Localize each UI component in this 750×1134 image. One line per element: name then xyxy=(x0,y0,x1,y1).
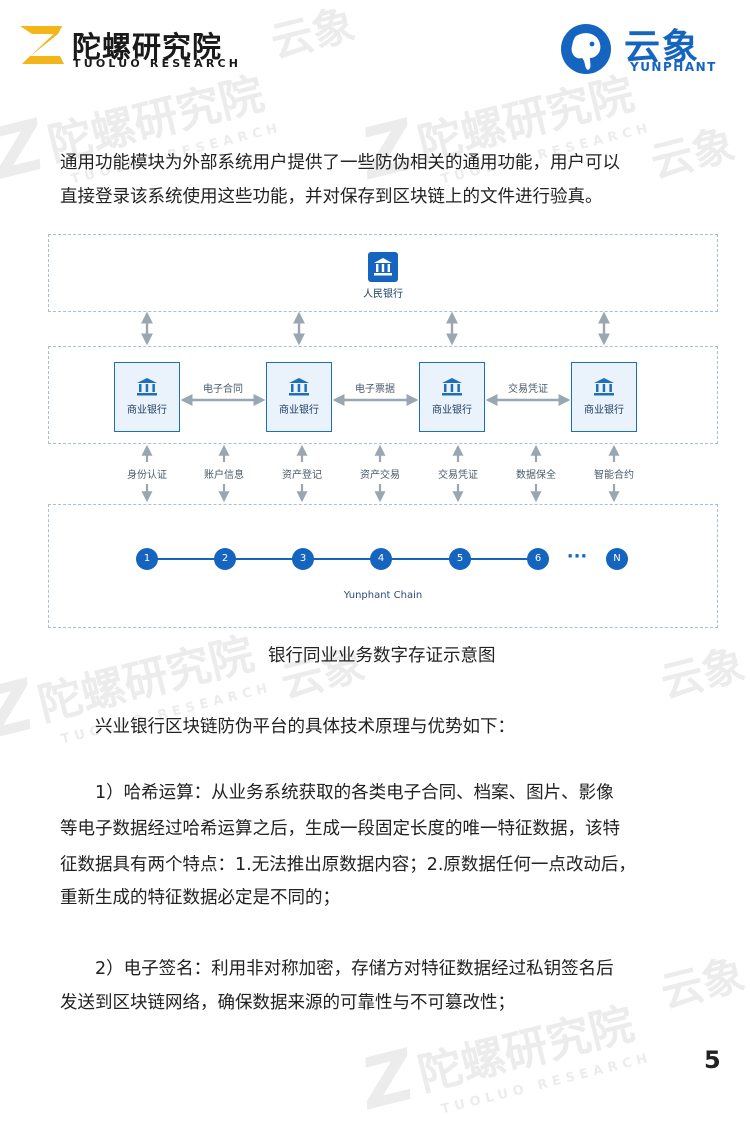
bank-icon xyxy=(442,378,462,396)
intro-line: 通用功能模块为外部系统用户提供了一些防伪相关的通用功能，用户可以 xyxy=(60,153,620,173)
chain-node: N xyxy=(606,548,628,570)
chain-node: 5 xyxy=(449,548,471,570)
service-label: 身份认证 xyxy=(127,470,167,481)
lead-paragraph: 兴业银行区块链防伪平台的具体技术原理与优势如下： xyxy=(95,717,515,737)
chain-label: Yunphant Chain xyxy=(343,590,423,601)
point1-line: 重新生成的特征数据必定是不同的； xyxy=(60,888,340,908)
commercial-banks-box xyxy=(48,346,718,444)
chain-node: 2 xyxy=(214,548,236,570)
figure-caption: 银行同业业务数字存证示意图 xyxy=(268,646,496,666)
point1-line: 等电子数据经过哈希运算之后，生成一段固定长度的唯一特征数据，该特 xyxy=(60,819,620,839)
bank-label: 商业银行 xyxy=(279,405,319,416)
chain-node: 4 xyxy=(370,548,392,570)
link-label: 电子票据 xyxy=(355,384,395,395)
yunphant-elephant-icon xyxy=(561,24,611,74)
partner-name: 云象 xyxy=(624,27,701,68)
blockchain-box xyxy=(48,504,718,628)
point1-line: 1）哈希运算：从业务系统获取的各类电子合同、档案、图片、影像 xyxy=(95,783,614,803)
intro-line: 直接登录该系统使用这些功能，并对保存到区块链上的文件进行验真。 xyxy=(60,187,603,207)
bank-icon xyxy=(594,378,614,396)
commercial-bank-card: 商业银行 xyxy=(419,362,485,432)
link-label: 交易凭证 xyxy=(508,384,548,395)
service-label: 智能合约 xyxy=(594,470,634,481)
service-label: 交易凭证 xyxy=(438,470,478,481)
bank-label: 商业银行 xyxy=(584,405,624,416)
service-label: 资产交易 xyxy=(360,470,400,481)
bank-label: 商业银行 xyxy=(127,405,167,416)
point2-line: 2）电子签名：利用非对称加密，存储方对特征数据经过私钥签名后 xyxy=(95,959,614,979)
diagram-arrows xyxy=(141,311,620,560)
chain-ellipsis: ··· xyxy=(566,546,588,567)
tuoluo-logo-icon xyxy=(20,26,64,64)
central-bank-icon xyxy=(368,252,398,282)
service-label: 数据保全 xyxy=(516,470,556,481)
partner-subtitle: YUNPHANT xyxy=(630,60,717,74)
bank-icon xyxy=(289,378,309,396)
bank-icon xyxy=(137,378,157,396)
brand-subtitle: TUOLUO RESEARCH xyxy=(73,57,242,70)
service-label: 资产登记 xyxy=(282,470,322,481)
diagram: 人民银行 商业银行 商业银行 商业银行 商业银行 电子合同 电子票据 交易凭证 xyxy=(48,234,718,628)
central-bank-label: 人民银行 xyxy=(363,289,403,300)
brand-name: 陀螺研究院 xyxy=(72,30,223,64)
link-label: 电子合同 xyxy=(203,384,243,395)
watermark-partner: 云象 xyxy=(656,949,750,1018)
bank-label: 商业银行 xyxy=(432,405,472,416)
commercial-bank-card: 商业银行 xyxy=(266,362,332,432)
point2-line: 发送到区块链网络，确保数据来源的可靠性与不可篡改性； xyxy=(60,993,515,1013)
central-bank-box xyxy=(48,234,718,312)
point1-line: 征数据具有两个特点：1.无法推出原数据内容；2.原数据任何一点改动后， xyxy=(60,855,636,875)
chain-node: 1 xyxy=(136,548,158,570)
chain-node: 3 xyxy=(292,548,314,570)
watermark-partner: 云象 xyxy=(656,639,750,708)
commercial-bank-card: 商业银行 xyxy=(114,362,180,432)
commercial-bank-card: 商业银行 xyxy=(571,362,637,432)
page-number: 5 xyxy=(704,1046,721,1074)
chain-node: 6 xyxy=(527,548,549,570)
service-label: 账户信息 xyxy=(204,470,244,481)
